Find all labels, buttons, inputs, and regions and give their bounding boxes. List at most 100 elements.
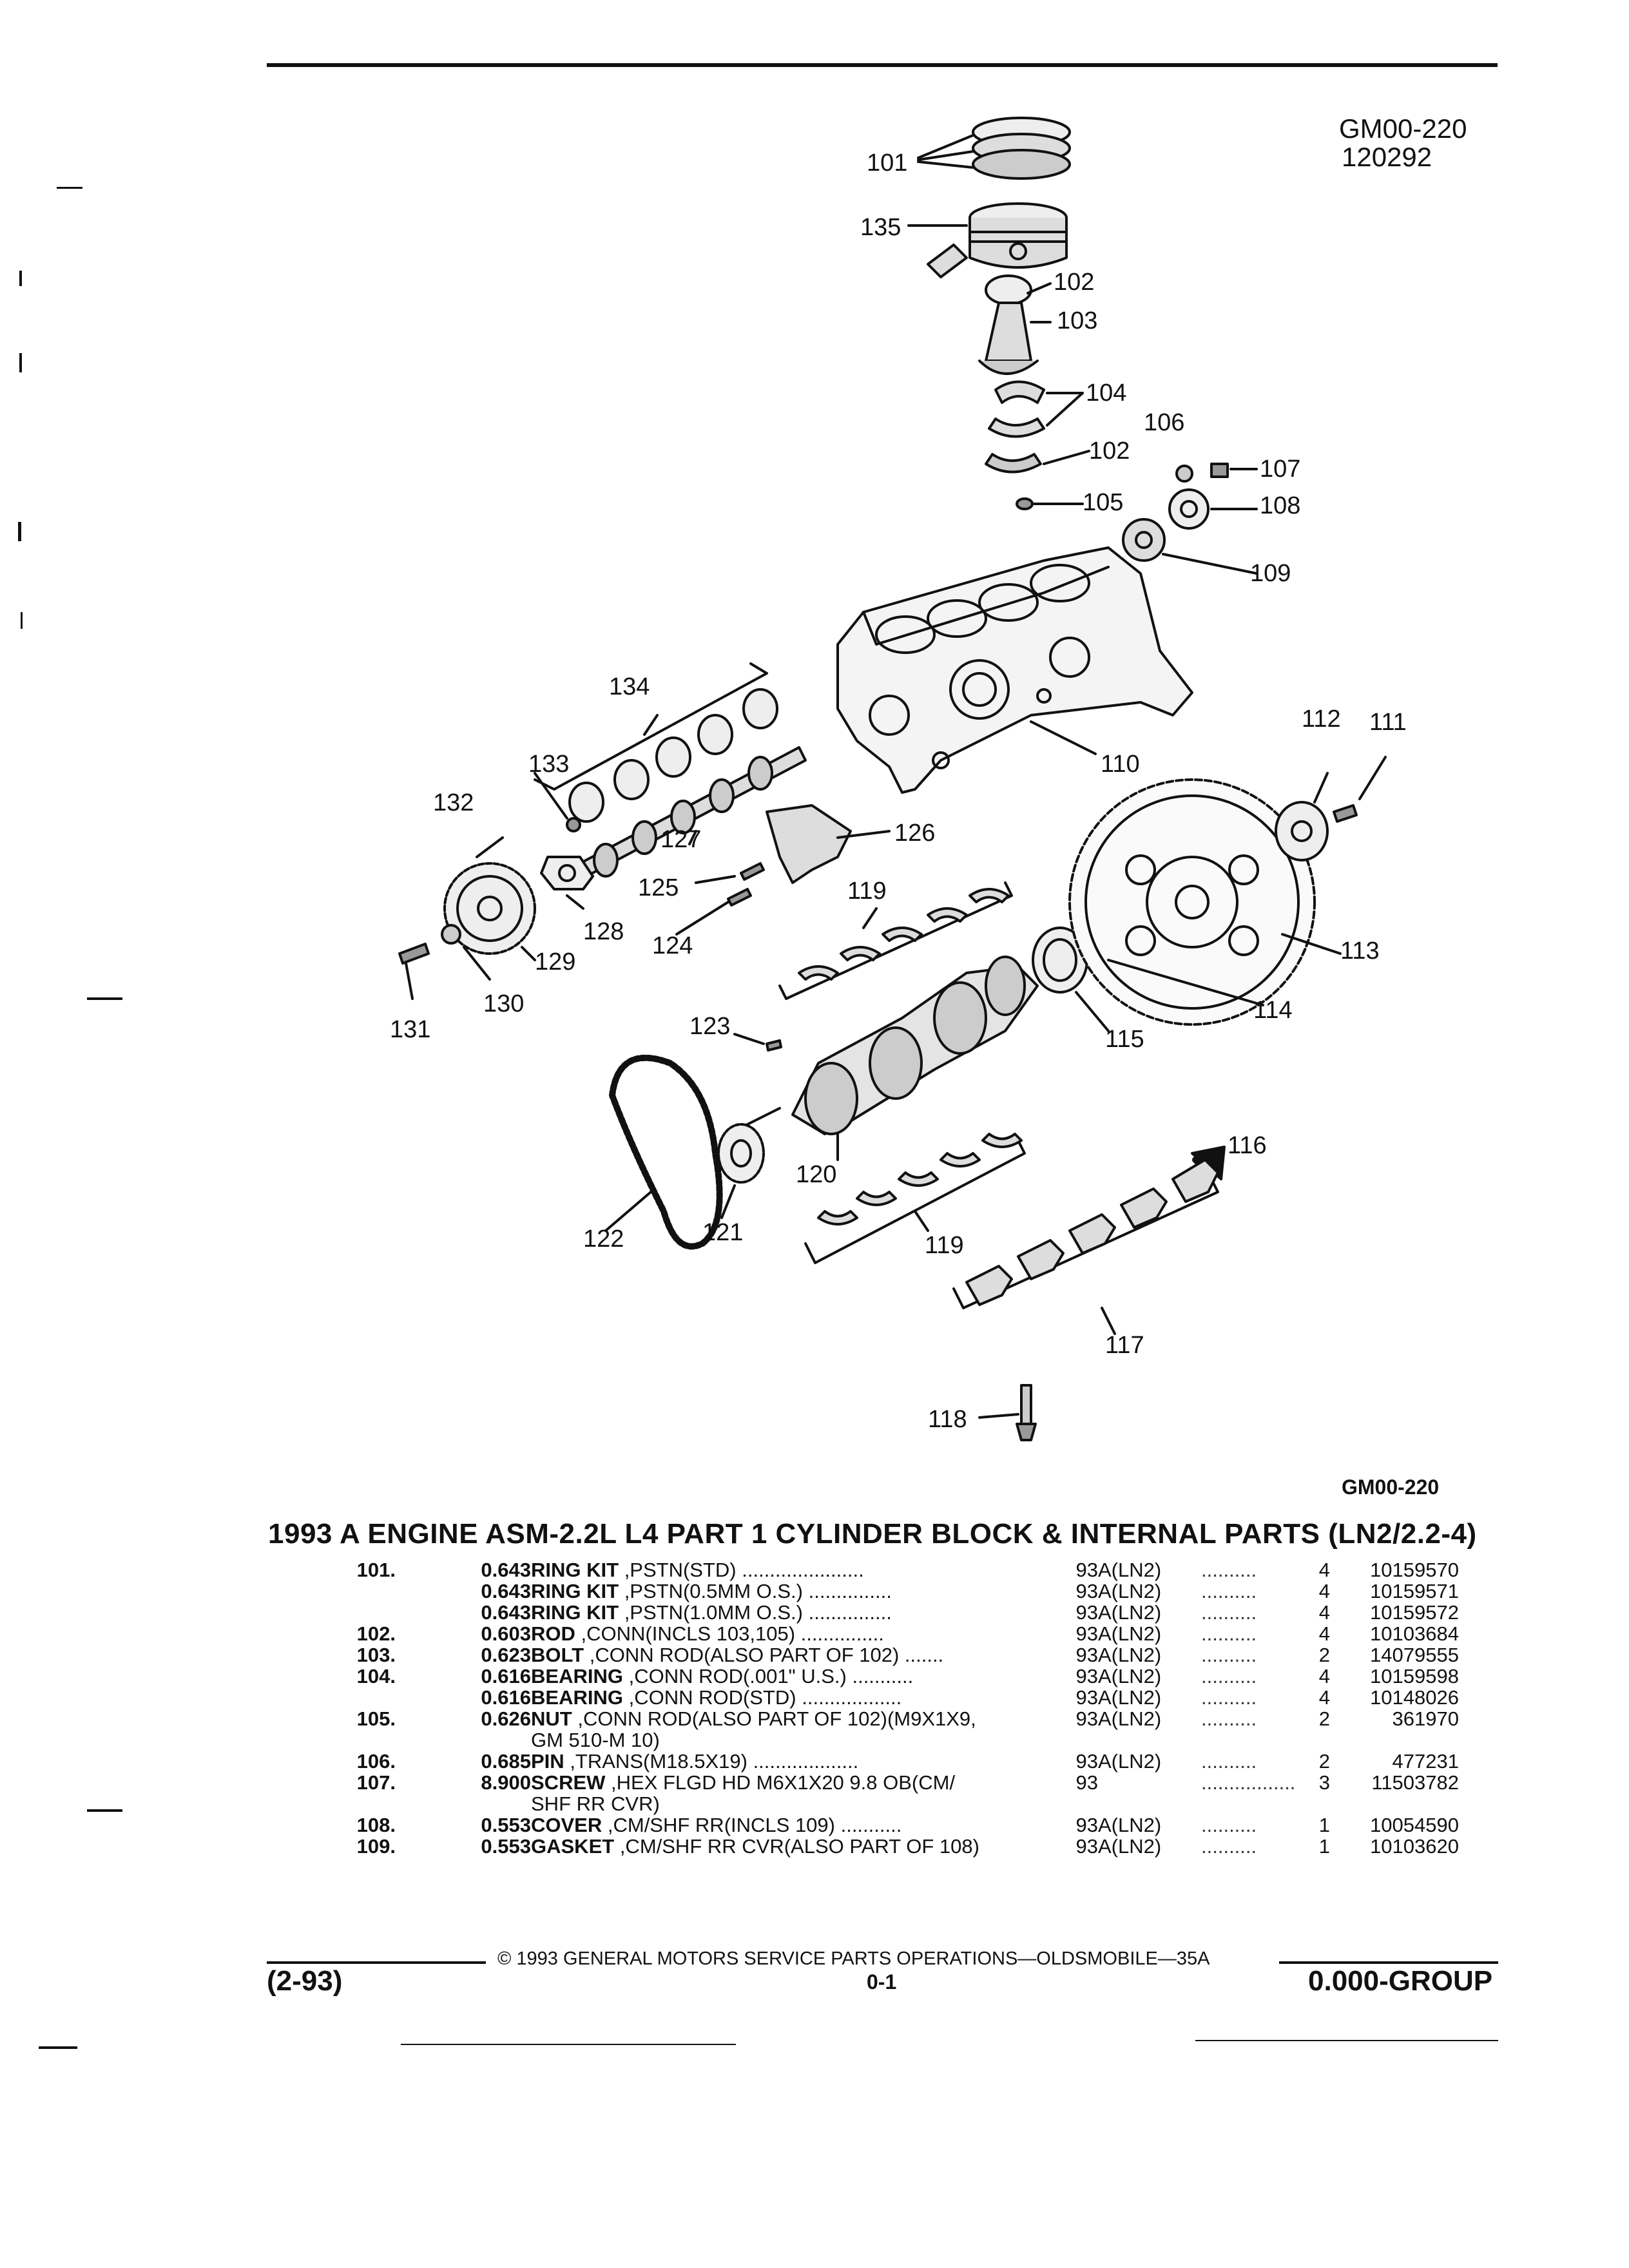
part-description-line: ROD ,CONN(INCLS 103,105) ............... [531,1623,1059,1644]
part-name: PIN [531,1750,564,1773]
callout-106: 106 [1144,409,1184,436]
footer-date: (2-93) [267,1965,343,1997]
part-detail: ,HEX FLGD HD M6X1X20 9.8 OB(CM/ [611,1771,956,1794]
leader-dots: ............... [803,1601,892,1624]
footer-page-number: 0-1 [867,1970,897,1994]
part-description-line: BOLT ,CONN ROD(ALSO PART OF 102) ....... [531,1644,1059,1666]
catalog-page: 0.685 [481,1750,531,1773]
part-description-cont: SHF RR CVR) [531,1792,660,1815]
model-year: 93 [1075,1707,1098,1730]
callout-110: 110 [1101,751,1140,778]
callout-number: 105. [356,1707,396,1730]
callout-number: 102. [356,1622,396,1645]
callout-107: 107 [1260,456,1300,483]
callout-116: 116 [1228,1132,1267,1159]
usage-dots: .......... [1201,1814,1257,1836]
part-description: BEARING ,CONN ROD(STD) .................… [531,1687,1059,1708]
callout-number: 103. [356,1644,396,1666]
part-name: BOLT [531,1644,584,1666]
model-code: A(LN2) [1098,1644,1162,1666]
crankshaft-drawing [740,956,1039,1161]
part-name: RING KIT [531,1601,619,1624]
part-name: COVER [531,1814,602,1836]
callout-103: 103 [1057,307,1097,334]
quantity: 4 [1318,1622,1330,1645]
part-description: RING KIT ,PSTN(1.0MM O.S.) .............… [531,1602,1059,1623]
catalog-page: 0.553 [481,1835,531,1858]
model-year: 93 [1075,1750,1098,1773]
part-detail: ,CONN ROD(ALSO PART OF 102) [589,1644,900,1666]
callout-134: 134 [609,673,650,700]
part-number: 11503782 [1371,1771,1459,1794]
usage-dots: .......... [1201,1835,1257,1858]
usage-dots: .......... [1201,1559,1257,1581]
quantity: 1 [1318,1814,1330,1836]
scan-mark [1195,2040,1498,2041]
quantity: 4 [1318,1665,1330,1687]
part-description-line: RING KIT ,PSTN(1.0MM O.S.) .............… [531,1602,1059,1623]
leader-dots: ....... [899,1644,944,1666]
crank-sprocket-drawing [717,1123,765,1219]
callout-118: 118 [928,1406,967,1433]
part-name: NUT [531,1707,572,1730]
part-detail: ,CM/SHF RR CVR(ALSO PART OF 108) [619,1835,979,1858]
part-description-line: RING KIT ,PSTN(STD) ....................… [531,1559,1059,1581]
callout-number: 104. [356,1665,396,1687]
callout-130: 130 [483,990,524,1017]
callout-109: 109 [1250,560,1291,587]
figure-code-text: GM00-220 [1339,113,1467,144]
quantity: 1 [1318,1835,1330,1858]
usage-dots: .......... [1201,1601,1257,1624]
model-code: A(LN2) [1098,1601,1162,1624]
part-description-line: GASKET ,CM/SHF RR CVR(ALSO PART OF 108) [531,1836,1059,1857]
spacer-bolt-drawing [1275,756,1387,861]
callout-number [267,1687,396,1708]
usage-dots: .......... [1201,1750,1257,1773]
catalog-page: 8.900 [481,1771,531,1794]
part-description: COVER ,CM/SHF RR(INCLS 109) ........... [531,1814,1059,1836]
callout-105: 105 [1083,489,1123,516]
footer-rule-right [1279,1961,1498,1964]
part-description: BOLT ,CONN ROD(ALSO PART OF 102) ....... [531,1644,1059,1666]
catalog-page: 0.616 [481,1686,531,1709]
callout-135: 135 [860,214,901,241]
callout-132: 132 [433,789,474,816]
part-description-line: PIN ,TRANS(M18.5X19) ................... [531,1751,1059,1772]
callout-127: 127 [660,826,701,853]
part-name: RING KIT [531,1580,619,1602]
part-number: 477231 [1392,1750,1459,1773]
callout-117: 117 [1105,1332,1144,1359]
leader-dots: .................. [796,1686,902,1709]
part-description: ROD ,CONN(INCLS 103,105) ............... [531,1623,1059,1644]
callout-number: 106. [356,1750,396,1773]
callout-number: 108. [356,1814,396,1836]
callout-115: 115 [1105,1026,1144,1053]
cam-sprocket-drawing [398,836,536,1000]
scan-mark [19,271,22,286]
model-code: A(LN2) [1098,1750,1162,1773]
usage-dots: ................. [1201,1771,1296,1794]
footer-rule-left [267,1961,486,1964]
leader-dots: ................... [747,1750,859,1773]
part-number: 10054590 [1370,1814,1459,1836]
quantity: 4 [1318,1580,1330,1602]
part-number: 14079555 [1370,1644,1459,1666]
model-year: 93 [1075,1580,1098,1602]
model-year: 93 [1075,1601,1098,1624]
part-detail: ,TRANS(M18.5X19) [570,1750,747,1773]
thrust-plate-drawing [534,772,594,910]
part-detail: ,PSTN(STD) [624,1559,737,1581]
part-number: 10148026 [1370,1686,1459,1709]
callout-114: 114 [1253,997,1293,1024]
catalog-page: 0.603 [481,1622,531,1645]
callout-112: 112 [1302,706,1341,733]
part-description-line: NUT ,CONN ROD(ALSO PART OF 102)(M9X1X9, [531,1708,1059,1729]
